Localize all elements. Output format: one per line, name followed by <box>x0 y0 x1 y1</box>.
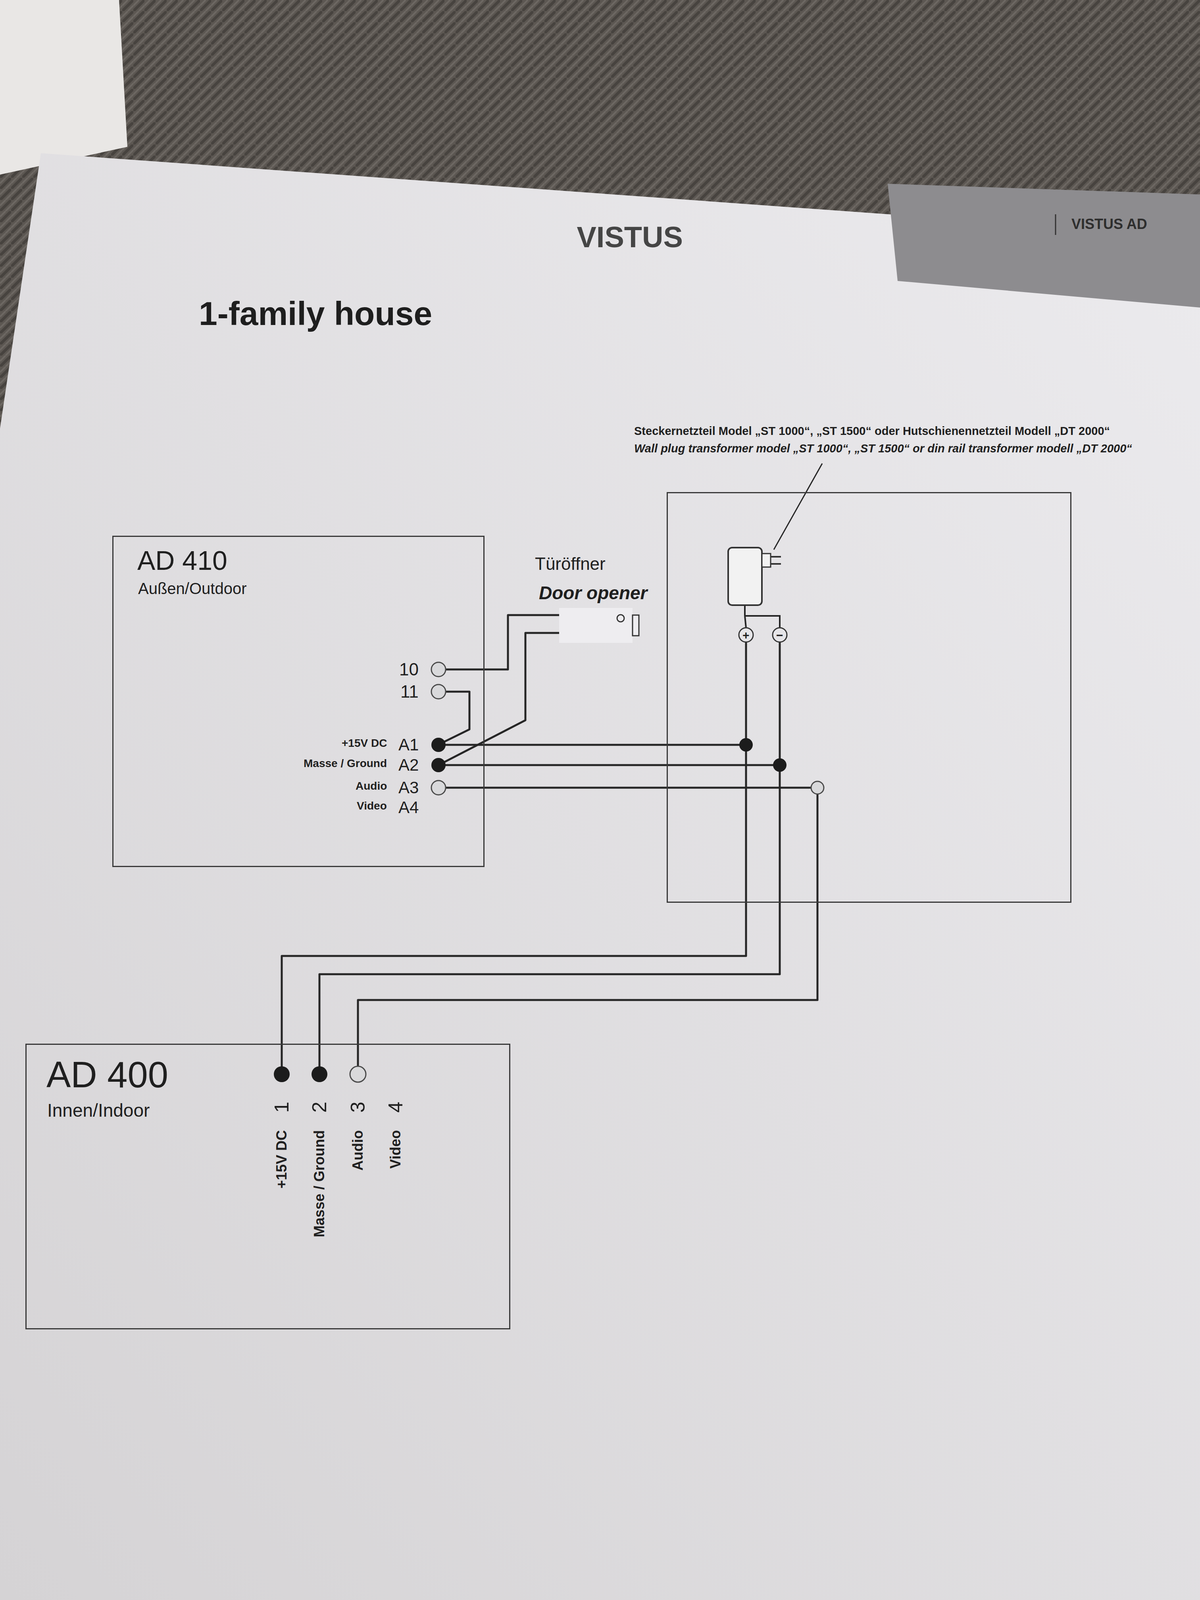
terminal-filled <box>311 1066 328 1083</box>
unit-model: AD 400 <box>46 1054 169 1095</box>
terminal-number: 3 <box>347 1101 370 1113</box>
supply-lead <box>778 642 781 766</box>
wire-connector <box>319 765 780 1075</box>
door-opener-latch <box>632 615 639 636</box>
wire-connector <box>281 744 747 1075</box>
terminal-number: 4 <box>384 1101 407 1113</box>
header-tab <box>887 183 1200 308</box>
tab-separator <box>1055 214 1057 235</box>
signal-name: Video <box>387 1130 404 1169</box>
polarity-circle <box>738 627 754 643</box>
terminal-number: 10 <box>399 659 419 679</box>
wire-connector <box>438 764 780 767</box>
door-opener-symbol <box>559 607 633 643</box>
terminal-open <box>431 780 446 795</box>
page-title: 1-family house <box>198 295 433 332</box>
wire-connector <box>438 744 747 747</box>
terminal-name: A1 <box>398 735 419 754</box>
plug-pins <box>770 556 781 564</box>
signal-name: Audio <box>355 780 387 793</box>
door-opener-box: TüröffnerDoor opener <box>559 607 633 643</box>
door-opener-symbol <box>617 614 625 622</box>
polarity-circle <box>772 627 787 643</box>
transformer-note: Wall plug transformer model „ST 1000“, „… <box>634 442 1133 456</box>
terminal-open <box>431 662 446 677</box>
terminal-open <box>350 1066 366 1083</box>
terminal-name: A3 <box>398 778 419 797</box>
transformer-note: Steckernetzteil Model „ST 1000“, „ST 150… <box>634 425 1110 438</box>
junction-dot <box>739 738 753 752</box>
supply-lead <box>745 642 748 745</box>
terminal-name: A4 <box>398 798 419 817</box>
wire-connector <box>357 787 818 1075</box>
leader-line <box>773 463 823 550</box>
unit-location: Innen/Indoor <box>47 1100 150 1121</box>
signal-name: Video <box>356 800 387 813</box>
door-opener-label: Door opener <box>538 582 648 604</box>
transformer-cable <box>744 605 780 628</box>
terminal-filled <box>431 737 446 752</box>
terminal-name: A2 <box>398 755 419 775</box>
wire-connector <box>438 786 818 789</box>
signal-name: +15V DC <box>273 1130 290 1189</box>
signal-name: Audio <box>350 1130 366 1171</box>
transformer-symbol <box>761 553 771 568</box>
polarity-sign: + <box>742 628 750 642</box>
junction-dot <box>773 758 787 772</box>
unit-location: Außen/Outdoor <box>138 579 247 598</box>
terminal-filled <box>431 757 446 773</box>
door-opener-body <box>559 607 633 643</box>
brand-tab: VISTUS AD <box>1071 216 1148 233</box>
unit-model: AD 410 <box>137 545 228 576</box>
terminal-number: 2 <box>308 1101 331 1113</box>
brand-logo: VISTUS <box>576 221 683 254</box>
signal-name: Masse / Ground <box>303 757 387 770</box>
door-opener-label: Türöffner <box>534 554 606 574</box>
paper-sheet <box>0 153 1200 1600</box>
signal-name: Masse / Ground <box>311 1130 328 1238</box>
transformer-symbol <box>728 547 762 606</box>
terminal-number: 1 <box>271 1101 293 1113</box>
power-supply-box: Steckernetzteil Model „ST 1000“, „ST 150… <box>666 492 1072 903</box>
terminal-filled <box>273 1066 290 1083</box>
outdoor-unit-box: AD 410Außen/Outdoor <box>112 535 485 868</box>
junction-open <box>811 781 824 795</box>
white-object <box>0 0 128 175</box>
indoor-unit-box: AD 400Innen/Indoor <box>25 1043 511 1330</box>
polarity-sign: − <box>776 628 784 642</box>
wire-connector <box>438 615 560 670</box>
signal-name: +15V DC <box>341 737 387 750</box>
terminal-open <box>431 684 446 699</box>
terminal-number: 11 <box>400 682 419 702</box>
jumper-wire <box>444 691 470 742</box>
wire-connector <box>438 632 560 766</box>
